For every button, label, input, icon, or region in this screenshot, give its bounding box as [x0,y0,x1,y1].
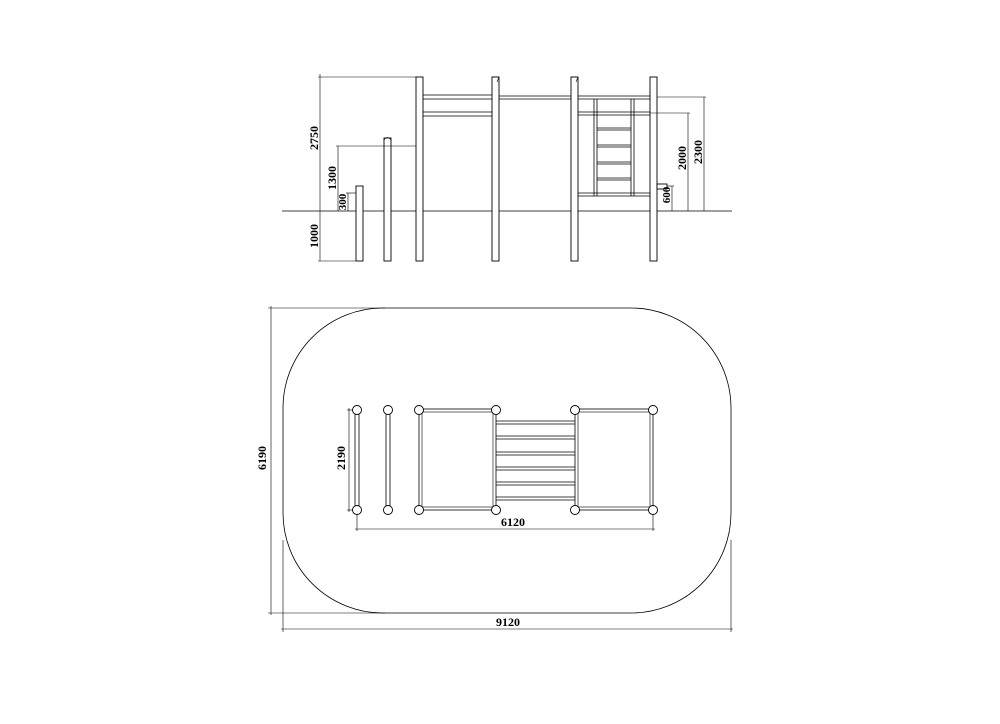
ladder-plan [496,420,575,501]
dim-2000: 2000 [675,146,689,170]
post-circle [352,405,362,415]
post-circle [491,405,501,415]
post-circle [383,505,393,515]
post-circle [648,405,658,415]
post-circle [491,505,501,515]
post-circle [414,505,424,515]
post-circle [648,505,658,515]
pullup-frame-plan [418,408,497,511]
elevation-dimensions-left [318,74,416,262]
post-circle [383,405,393,415]
dim-2190: 2190 [334,446,348,470]
plan-view: 2190 6120 6190 9120 [255,306,733,632]
right-frame-plan-inner [577,411,651,508]
dim-2750: 2750 [307,126,321,150]
dim-1300: 1300 [325,166,339,190]
dim-9120: 9120 [496,615,520,629]
medium-post [383,137,392,262]
pullup-post-right [491,76,500,262]
dim-6190: 6190 [255,446,269,470]
dim-6120: 6120 [501,515,525,529]
post-circle [570,405,580,415]
dim-2300: 2300 [691,140,705,164]
elevation-view: 2750 1300 300 1000 2000 2300 600 [282,74,732,262]
ladder-rungs [597,127,631,181]
ladder-post-cap [571,76,579,83]
post-circle [414,405,424,415]
post-circle [352,505,362,515]
dim-600: 600 [661,186,673,203]
ladder-post-right [649,76,658,262]
low-post [355,185,364,262]
right-frame-plan [574,408,654,511]
post-circles [352,405,658,515]
ladder-post-left [570,76,579,262]
safety-zone [282,307,732,614]
dim-300: 300 [337,193,349,210]
low-bar-600 [656,183,668,190]
plan-dimensions-inner [347,408,655,531]
pullup-frame-plan-inner [421,411,494,508]
post-circle [570,505,580,515]
plan-dimensions-outer [268,306,733,632]
pullup-post-cap [492,76,500,83]
medium-post-cap [383,137,392,141]
pullup-post-left [415,76,424,262]
dim-1000: 1000 [307,224,321,248]
elevation-dimensions-right [650,96,706,211]
